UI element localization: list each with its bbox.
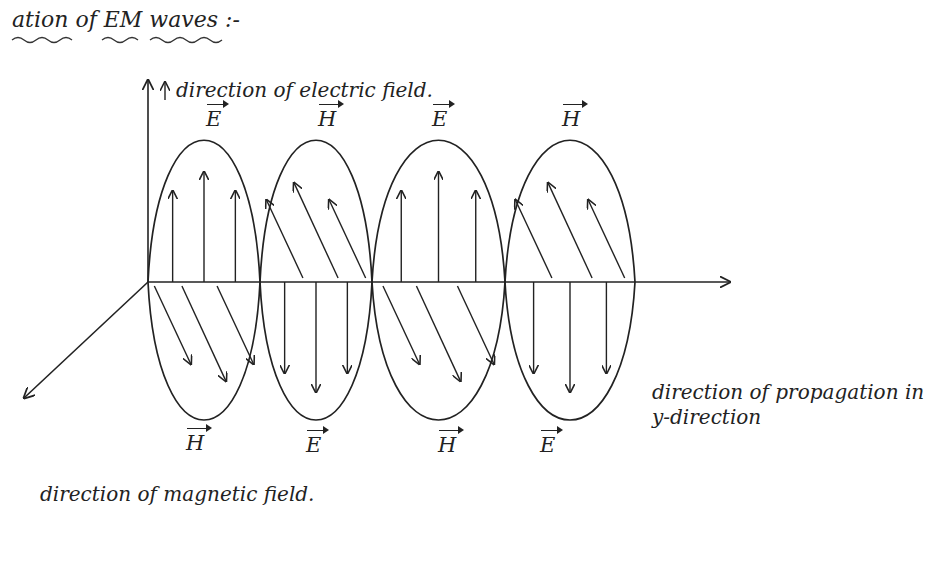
wavy-underline <box>12 38 72 43</box>
field-vector <box>284 282 285 373</box>
axis-label: direction of electric field. <box>176 78 433 103</box>
field-vector <box>154 286 191 364</box>
field-symbol: E <box>432 106 447 132</box>
field-vector <box>457 286 494 364</box>
field-symbol: H <box>318 106 336 132</box>
field-symbol: E <box>206 106 221 132</box>
field-symbol: H <box>438 432 456 458</box>
field-vector <box>548 183 592 278</box>
field-symbol: H <box>562 106 580 132</box>
field-vector <box>588 200 625 278</box>
field-vector <box>172 191 173 282</box>
axis-label: direction of propagation in y-direction <box>652 380 937 430</box>
field-vector <box>438 172 439 282</box>
field-vector <box>294 183 338 278</box>
wave-lobe <box>372 140 505 420</box>
field-vector <box>217 286 254 364</box>
field-vector <box>347 282 348 373</box>
field-vector <box>475 191 476 282</box>
z-axis <box>147 80 149 282</box>
field-vector <box>383 286 420 364</box>
field-arrow <box>164 82 165 100</box>
field-vector <box>203 172 204 282</box>
field-vector <box>266 200 303 278</box>
wave-lobe <box>148 140 260 420</box>
field-vector <box>182 286 226 381</box>
field-vector <box>533 282 534 373</box>
field-symbol: H <box>186 430 204 456</box>
axis-label: direction of magnetic field. <box>40 482 314 507</box>
field-vector <box>569 282 570 392</box>
x-axis <box>24 282 148 398</box>
wavy-underline <box>102 38 138 43</box>
title: ation of EM waves :- <box>12 6 240 34</box>
field-vector <box>315 282 316 392</box>
field-vector <box>329 200 366 278</box>
field-symbol: E <box>306 432 321 458</box>
wave-lobe <box>505 140 635 420</box>
field-vector <box>606 282 607 373</box>
field-vector <box>515 200 552 278</box>
field-vector <box>235 191 236 282</box>
field-vector <box>401 191 402 282</box>
field-symbol: E <box>540 432 555 458</box>
wavy-underline <box>150 38 222 43</box>
field-vector <box>416 286 460 381</box>
wave-lobe <box>260 140 372 420</box>
